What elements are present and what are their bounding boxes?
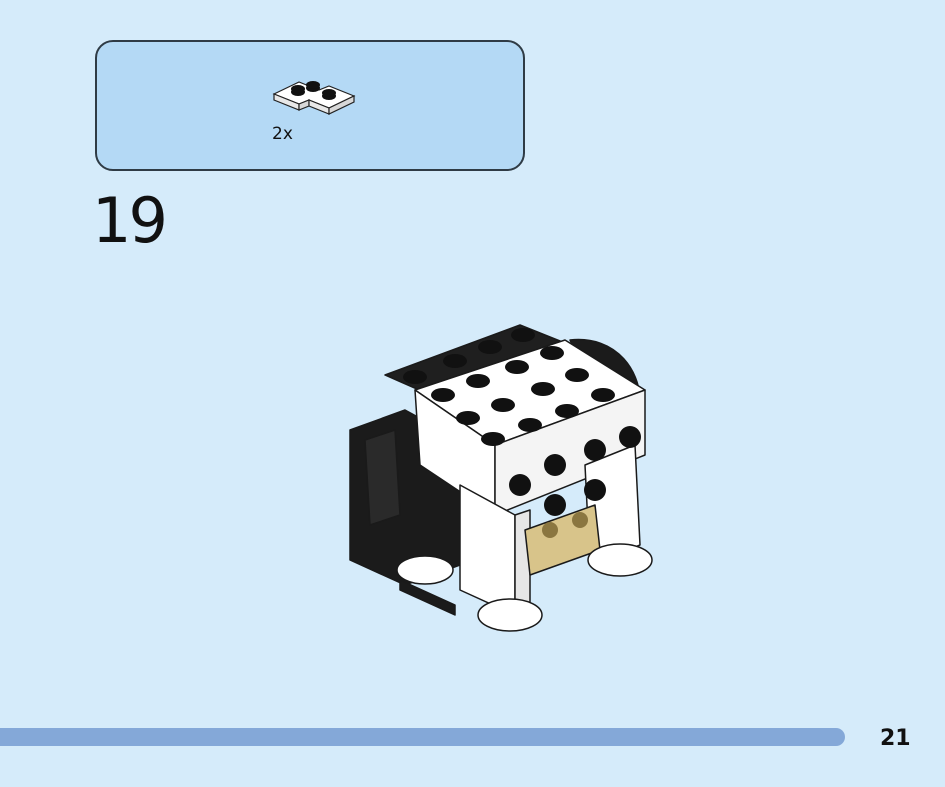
- part-quantity: 2x: [272, 124, 293, 144]
- white-corner-plate-icon: [272, 81, 356, 115]
- progress-bar-fill: [0, 728, 753, 746]
- progress-bar: [0, 728, 845, 746]
- polar-bear-brick-model-icon: [349, 324, 653, 632]
- parts-callout: 2x: [95, 40, 525, 171]
- step-number: 19: [92, 184, 168, 257]
- page-number: 21: [880, 726, 911, 751]
